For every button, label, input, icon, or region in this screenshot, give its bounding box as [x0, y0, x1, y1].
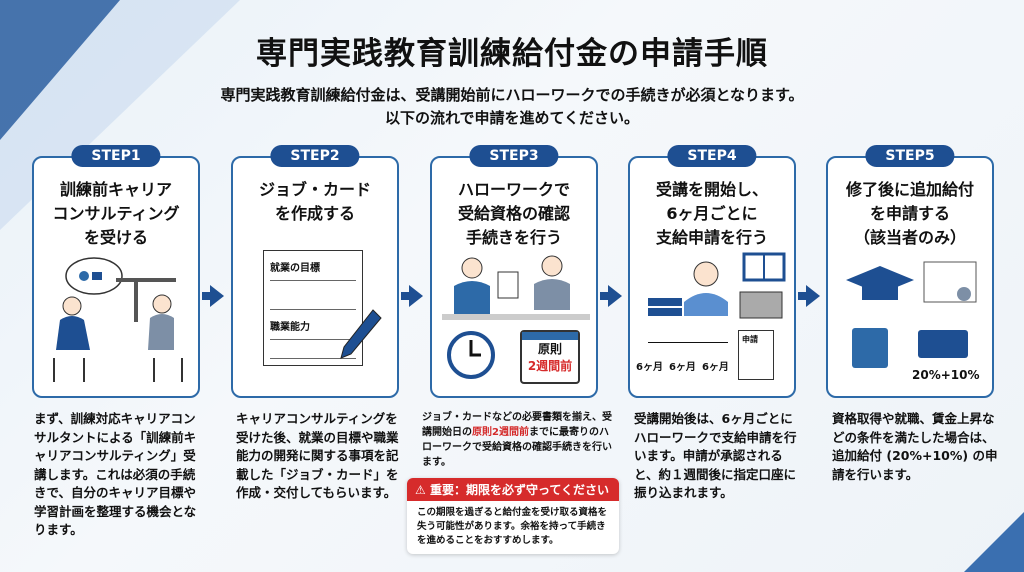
timeline-label: 6ヶ月 [636, 362, 663, 373]
doc-label: 就業の目標 [270, 263, 320, 274]
step2-description: キャリアコンサルティングを受けた後、就業の目標や職業能力の開発に関する事項を記載… [236, 411, 399, 500]
flow-arrow [600, 292, 610, 300]
calendar-deadline: 2週間前 [527, 359, 573, 373]
additional-rate: 20%+10% [912, 368, 980, 382]
deadline-highlight: 原則2週間前 [472, 427, 529, 438]
step-title: ハローワークで 受給資格の確認 手続きを行う [457, 180, 570, 247]
step-title: ジョブ・カード を作成する [258, 180, 371, 223]
clock-icon [447, 331, 495, 379]
subtitle: 専門実践教育訓練給付金は、受講開始前にハローワークでの手続きが必須となります。 … [0, 84, 1024, 130]
subtitle-line: 専門実践教育訓練給付金は、受講開始前にハローワークでの手続きが必須となります。 [220, 86, 804, 104]
money-icon [918, 330, 968, 358]
doc-label: 職業能力 [270, 322, 310, 333]
corner-decoration [964, 512, 1024, 572]
flow-arrow [798, 292, 808, 300]
subtitle-line: 以下の流れで申請を進めてください。 [384, 109, 640, 127]
corner-decoration [0, 0, 120, 140]
step-badge: STEP5 [865, 145, 955, 167]
step3-description: ジョブ・カードなどの必要書類を揃え、受講開始日の原則2週間前までに最寄りのハロー… [422, 410, 612, 470]
arrow-right-icon [806, 285, 820, 307]
step4-card: STEP4 受講を開始し、 6ヶ月ごとに 支給申請を行う 6ヶ月 6ヶ月 6ヶ月… [628, 145, 796, 398]
step1-card: STEP1 訓練前キャリア コンサルティング を受ける [32, 145, 200, 398]
warning-icon: ⚠ [415, 483, 430, 497]
timeline: 6ヶ月 6ヶ月 6ヶ月 [636, 336, 736, 376]
step2-card: STEP2 ジョブ・カード を作成する 就業の目標 職業能力 [231, 145, 399, 398]
clipboard-icon [852, 328, 888, 368]
flow-arrow [202, 292, 212, 300]
warning-body: この期限を過ぎると給付金を受け取る資格を失う可能性があります。余裕を持って手続き… [417, 507, 608, 546]
application-document: 申請 [738, 330, 774, 380]
step-badge: STEP2 [270, 145, 360, 167]
timeline-label: 6ヶ月 [701, 362, 729, 373]
text: までに最寄りのハローワークで受給資格の確認手続きを行います。 [422, 427, 612, 468]
step-title: 受講を開始し、 6ヶ月ごとに 支給申請を行う [655, 180, 768, 247]
warning-box: ⚠ 重要：期限を必ず守ってください この期限を過ぎると給付金を受け取る資格を失う… [407, 478, 619, 554]
step3-card: STEP3 ハローワークで 受給資格の確認 手続きを行う 原則 2週間前 [430, 145, 598, 398]
text: ジョブ・カードなどの必要書類を揃え、受講開始日の [422, 412, 612, 438]
page-title: 専門実践教育訓練給付金の申請手順 [256, 36, 768, 72]
warning-header: ⚠ 重要：期限を必ず守ってください [407, 478, 619, 501]
warning-heading: 重要：期限を必ず守ってください [429, 483, 609, 497]
arrow-right-icon [409, 285, 423, 307]
studying-illustration [648, 252, 786, 319]
doc-label: 申請 [742, 335, 758, 344]
calendar-label: 原則 [537, 342, 562, 356]
step-badge: STEP4 [667, 145, 757, 167]
timeline-label: 6ヶ月 [668, 362, 696, 373]
step-badge: STEP1 [71, 145, 161, 167]
graduation-cap-icon [846, 261, 977, 303]
calendar-icon: 原則 2週間前 [520, 330, 580, 384]
step-badge: STEP3 [469, 145, 559, 167]
step1-description: まず、訓練対応キャリアコンサルタントによる「訓練前キャリアコンサルティング」受講… [34, 411, 197, 537]
step5-description: 資格取得や就職、賃金上昇などの条件を満たした場合は、追加給付 (20%+10%)… [832, 411, 998, 482]
arrow-right-icon [608, 285, 622, 307]
step-title: 修了後に追加給付 を申請する （該当者のみ） [845, 180, 974, 247]
hello-work-counter-illustration [442, 255, 590, 320]
flow-arrow [401, 292, 411, 300]
step4-description: 受講開始後は、6ヶ月ごとにハローワークで支給申請を行います。申請が承認されると、… [634, 411, 797, 500]
arrow-right-icon [210, 285, 224, 307]
step5-card: STEP5 修了後に追加給付 を申請する （該当者のみ） 20%+10% [826, 145, 994, 398]
consultation-illustration [53, 257, 183, 382]
step-title: 訓練前キャリア コンサルティング を受ける [52, 180, 180, 247]
pen-icon [340, 309, 382, 359]
